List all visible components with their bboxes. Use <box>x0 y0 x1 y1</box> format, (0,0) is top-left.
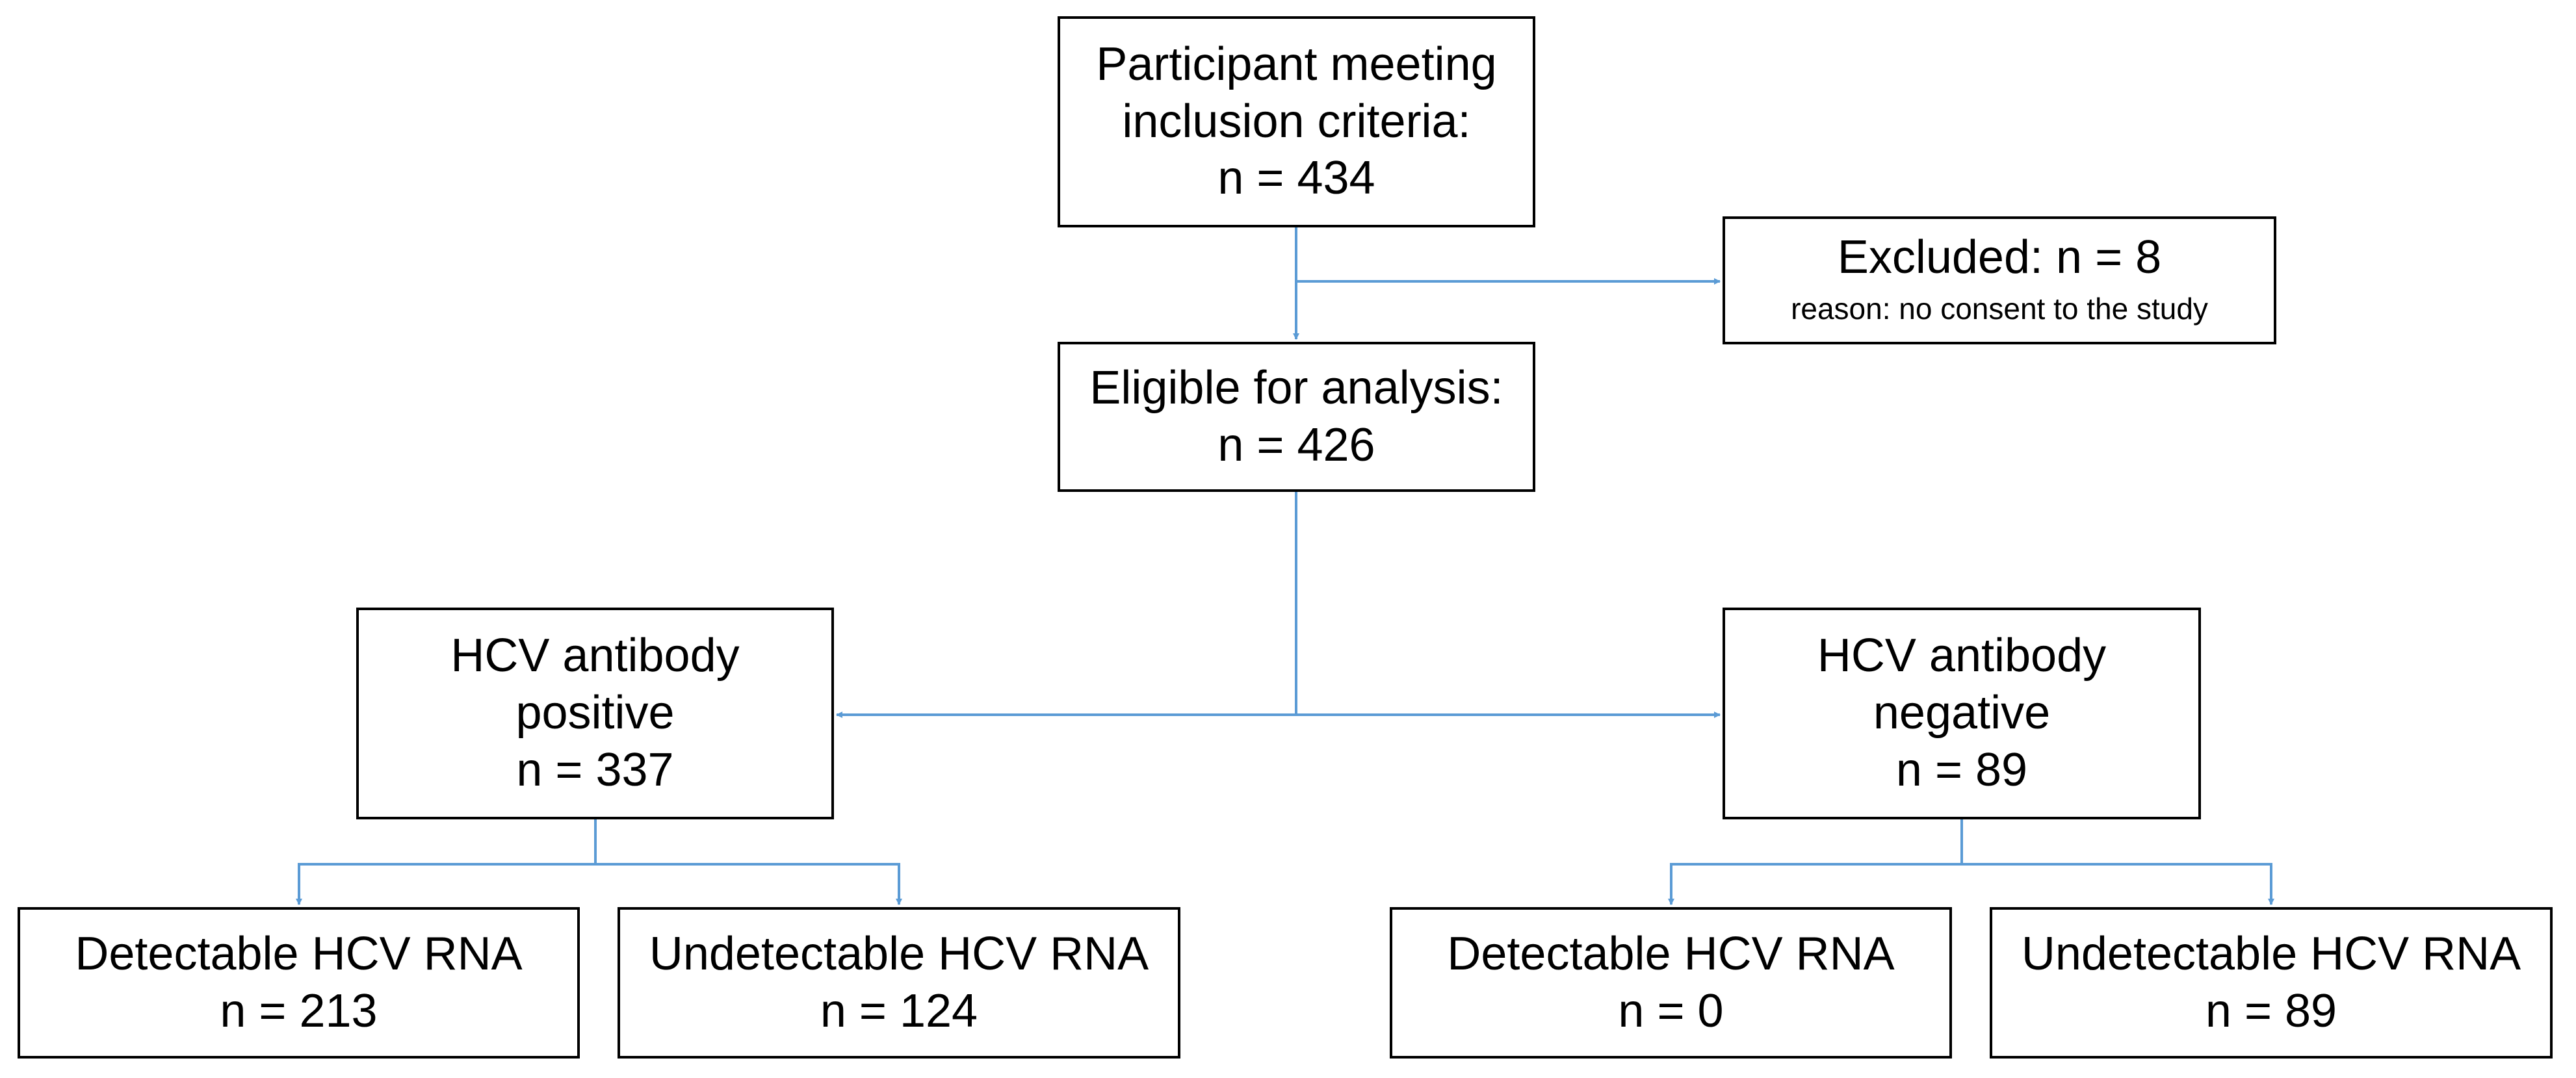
antibody-positive-line2: positive <box>515 687 675 739</box>
antibody-positive-count: n = 337 <box>516 743 674 796</box>
connector-to-neg-undetectable <box>1962 863 2274 905</box>
antibody-negative-box: HCV antibody negative n = 89 <box>1723 608 2201 819</box>
inclusion-line2: inclusion criteria: <box>1122 95 1471 148</box>
positive-undetectable-label: Undetectable HCV RNA <box>649 927 1149 980</box>
connector-to-neg-detectable <box>1668 863 1962 905</box>
inclusion-count: n = 434 <box>1217 152 1375 205</box>
positive-undetectable-count: n = 124 <box>820 984 978 1037</box>
excluded-reason: reason: no consent to the study <box>1791 291 2208 326</box>
excluded-box: Excluded: n = 8 reason: no consent to th… <box>1723 216 2276 344</box>
negative-detectable-rna-box: Detectable HCV RNA n = 0 <box>1390 907 1952 1059</box>
negative-undetectable-count: n = 89 <box>2205 984 2337 1037</box>
antibody-positive-line1: HCV antibody <box>450 630 740 682</box>
positive-undetectable-rna-box: Undetectable HCV RNA n = 124 <box>618 907 1180 1059</box>
antibody-negative-line1: HCV antibody <box>1817 630 2107 682</box>
inclusion-criteria-box: Participant meeting inclusion criteria: … <box>1058 16 1535 227</box>
excluded-title: Excluded: n = 8 <box>1837 231 2162 284</box>
negative-detectable-label: Detectable HCV RNA <box>1447 927 1895 980</box>
antibody-positive-box: HCV antibody positive n = 337 <box>356 608 834 819</box>
negative-detectable-count: n = 0 <box>1618 984 1724 1037</box>
negative-undetectable-label: Undetectable HCV RNA <box>2021 927 2521 980</box>
inclusion-line1: Participant meeting <box>1096 38 1497 90</box>
positive-detectable-label: Detectable HCV RNA <box>75 927 523 980</box>
positive-detectable-rna-box: Detectable HCV RNA n = 213 <box>18 907 580 1059</box>
eligible-box: Eligible for analysis: n = 426 <box>1058 342 1535 492</box>
eligible-count: n = 426 <box>1217 418 1375 471</box>
eligible-line1: Eligible for analysis: <box>1089 361 1503 414</box>
negative-undetectable-rna-box: Undetectable HCV RNA n = 89 <box>1990 907 2553 1059</box>
connector-to-pos-detectable <box>296 863 595 905</box>
antibody-negative-line2: negative <box>1873 687 2051 739</box>
connector-to-pos-undetectable <box>595 863 902 905</box>
antibody-negative-count: n = 89 <box>1895 743 2028 796</box>
positive-detectable-count: n = 213 <box>220 984 378 1037</box>
